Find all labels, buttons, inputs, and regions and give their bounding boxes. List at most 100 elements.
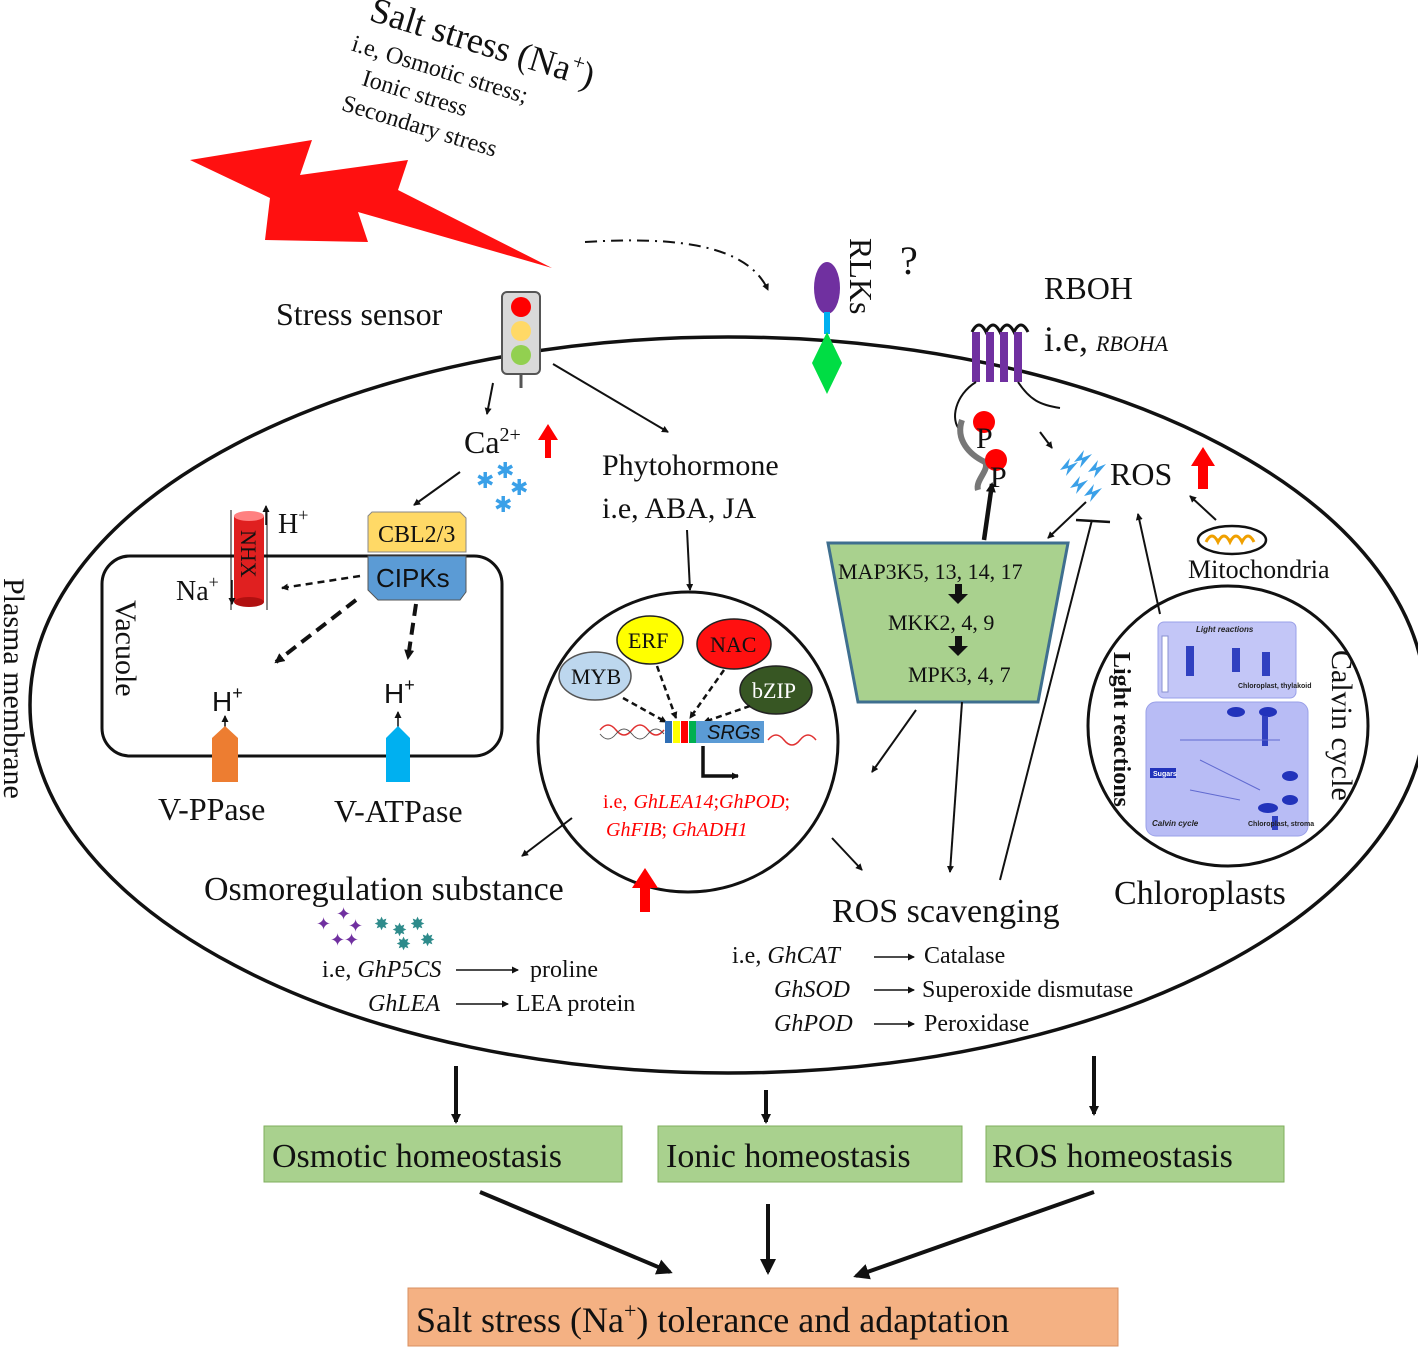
svg-text:✸: ✸ [392,920,407,940]
tf-bzip [739,665,813,715]
mapk-arrow-1 [948,584,968,604]
plasma-membrane [28,335,1418,1075]
calvin-cycle-label: Calvin cycle [1325,650,1358,801]
nucleus-to-rosscav-arrow [831,837,863,871]
lightning-bolt-icon [190,140,552,268]
vppase-h-label: H+ [212,683,243,717]
svg-text:Calvin cycle: Calvin cycle [1152,819,1199,828]
light-reactions-label: Light reactions [1108,652,1134,807]
rlk-transmembrane [824,312,830,334]
nhx-label: NHX [236,530,261,578]
question-mark: ? [900,238,918,283]
promoter-elements [665,721,764,743]
tf-bzip-label: bZIP [752,678,796,703]
osmo-prod1: proline [530,957,598,983]
stress-sensor-label: Stress sensor [276,296,443,332]
rboh-ie: i.e,RBOHA [1044,319,1169,359]
mapk-arrow-2 [948,636,968,656]
transcription-start-arrow [701,746,739,780]
ros-to-tolerance-arrow [853,1190,1095,1280]
rlks-label: RLKs [843,238,879,314]
vppase-pump-icon [212,726,238,782]
vatpase-pump-icon [386,726,410,782]
svg-text:✱: ✱ [496,458,514,483]
tf-erf [616,615,684,665]
svg-text:✦: ✦ [336,904,351,924]
rboh-label: RBOH [1044,270,1133,306]
phospho-group-icon [957,411,1007,491]
rosscav-inhibits-ros-line [999,519,1093,881]
rlk-receptor-icon [814,262,840,314]
rlk-kinase-icon [812,332,842,394]
chloroplast-to-ros-arrow [1135,513,1161,615]
cipks-to-vppase-arrow [274,598,358,664]
mapk-tier1: MAP3K5, 13, 14, 17 [838,559,1023,584]
ca-to-cbl-arrow [413,471,461,506]
ros-inhibition-bar [1075,518,1111,524]
svg-text:Light reactions: Light reactions [1196,625,1254,634]
mitochondria-to-ros-arrow [1189,495,1217,521]
vatpase-h-label: H+ [384,675,415,709]
traffic-light-icon [501,291,541,388]
cipks-box [367,555,467,601]
tf-nac [696,618,772,670]
mitochondria-label: Mitochondria [1188,555,1330,584]
osmolyte-molecules-icon: ✦ ✦ ✦ ✦ ✦ ✸ ✸ ✸ ✸ ✸ [316,904,435,954]
svg-text:✱: ✱ [476,468,494,493]
dna-strand-right [767,734,817,746]
ros-scavenging-label: ROS scavenging [832,893,1060,930]
stress-label-group: Salt stress (Na+) i.e, Osmotic stress; I… [339,0,600,163]
phytohormone-to-nucleus-arrow [686,529,694,591]
mitochondria-cristae [1204,534,1256,546]
cbl-box [367,511,467,553]
osmo-label: Osmoregulation substance [204,871,564,908]
svg-text:✸: ✸ [396,934,411,954]
rosscav-prod3: Peroxidase [924,1011,1029,1037]
plasma-membrane-label: Plasma membrane [0,578,30,799]
chloroplast-inset-image: Light reactions Calvin cycle Chloroplast… [1145,621,1314,837]
red-up-arrow-icon [538,424,558,458]
rosscav-gene1-line: i.e,GhCAT [732,943,841,969]
svg-text:✦: ✦ [348,916,363,936]
nucleus [536,590,840,894]
tf-myb-label: MYB [571,664,621,689]
tolerance-box [407,1287,1119,1347]
vacuole [100,554,504,758]
svg-text:✸: ✸ [410,914,425,934]
ros-lightning-icons [1060,450,1106,502]
svg-text:✦: ✦ [316,914,331,934]
chloroplasts-label: Chloroplasts [1114,875,1286,912]
ros-up-arrow-icon [1191,447,1215,489]
cbl-label: CBL2/3 [378,522,455,548]
rosscav-prod1: Catalase [924,943,1005,969]
mapk-to-nucleus-arrow [871,709,917,773]
ros-homeostasis-label: ROS homeostasis [992,1138,1233,1175]
stress-to-rlks-arrow [584,239,769,291]
nucleus-genes-line1: i.e,GhLEA14;GhPOD; [603,791,790,813]
sensor-to-ca-arrow [484,382,494,415]
ionic-homeostasis-label: Ionic homeostasis [666,1138,911,1175]
phospho-p1: P [976,422,993,455]
vatpase-label: V-ATPase [334,793,463,829]
nucleus-genes-line2: GhFIB; GhADH1 [606,819,748,841]
nucleus-to-osmo-arrow [521,817,573,857]
osmotic-homeostasis-box [263,1125,623,1183]
svg-text:Chloroplast, thylakoid: Chloroplast, thylakoid [1238,683,1312,690]
tf-erf-label: ERF [628,628,668,653]
cipks-to-vatpase-arrow [404,603,418,660]
rboh-to-ros-arrow [1039,431,1053,449]
svg-text:✸: ✸ [374,914,389,934]
ros-to-mapk-arrow [1047,501,1087,539]
tf-binding-arrows [622,665,751,724]
rosscav-gene2: GhSOD [774,977,850,1003]
svg-text:✸: ✸ [420,930,435,950]
svg-text:✦: ✦ [344,930,359,950]
osmo-prod2: LEA protein [516,991,635,1017]
mapk-cascade-box [826,541,1070,704]
dna-strand-left-2 [599,728,665,740]
phytohormone-examples: i.e, ABA, JA [602,492,757,525]
ros-homeostasis-box [985,1125,1285,1183]
sensor-to-phytohormone-arrow [552,363,669,433]
